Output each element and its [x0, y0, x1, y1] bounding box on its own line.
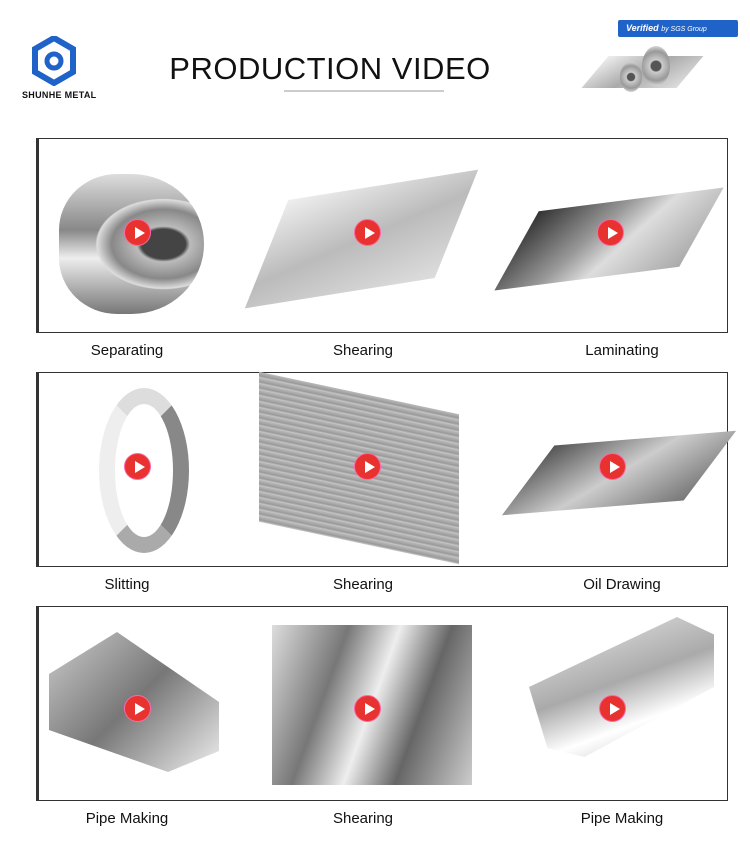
video-label: Shearing — [332, 810, 394, 827]
video-label: Shearing — [332, 576, 394, 593]
video-label: Oil Drawing — [583, 576, 661, 593]
brand-name: SHUNHE METAL — [22, 90, 97, 100]
coil-image — [620, 62, 642, 92]
video-label: Pipe Making — [580, 810, 664, 827]
video-label: Slitting — [104, 576, 150, 593]
verified-badge: Verified by SGS Group — [618, 20, 738, 37]
play-icon[interactable] — [354, 219, 381, 246]
play-icon[interactable] — [124, 219, 151, 246]
video-label: Shearing — [332, 342, 394, 359]
video-row-1 — [36, 138, 728, 333]
title-underline — [284, 90, 444, 92]
play-icon[interactable] — [599, 453, 626, 480]
play-icon[interactable] — [599, 695, 626, 722]
video-label: Separating — [90, 342, 164, 359]
sgs-badge[interactable]: Verified by SGS Group — [581, 18, 740, 102]
video-label: Pipe Making — [85, 810, 169, 827]
play-icon[interactable] — [354, 695, 381, 722]
play-icon[interactable] — [354, 453, 381, 480]
page-title: PRODUCTION VIDEO — [169, 51, 491, 86]
brand-logo: SHUNHE METAL — [22, 36, 97, 100]
video-label: Laminating — [585, 342, 659, 359]
video-row-3 — [36, 606, 728, 801]
coil-image — [642, 46, 670, 86]
logo-hexagon-icon — [32, 36, 76, 86]
play-icon[interactable] — [597, 219, 624, 246]
play-icon[interactable] — [124, 453, 151, 480]
video-row-2 — [36, 371, 737, 567]
play-icon[interactable] — [124, 695, 151, 722]
